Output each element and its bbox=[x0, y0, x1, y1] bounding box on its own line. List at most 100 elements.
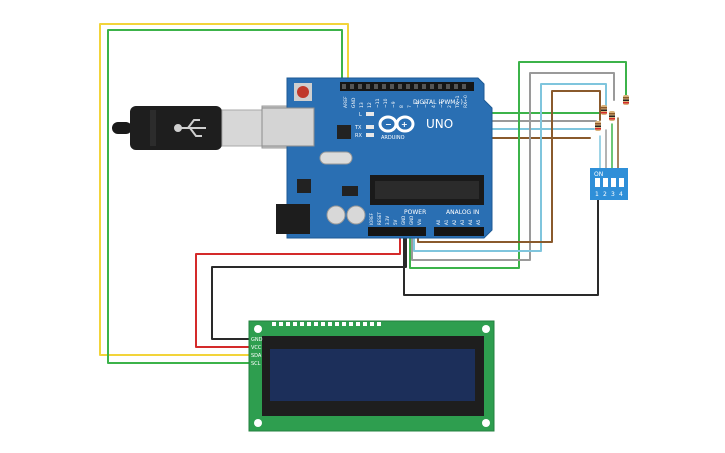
dip-toggles bbox=[595, 178, 624, 187]
wire-gnd-black-lcd[interactable] bbox=[211, 231, 407, 340]
led-l bbox=[366, 112, 374, 116]
pin-label: A1 bbox=[444, 219, 449, 225]
analog-pin-labels: A0 A1 A2 A3 A4 A5 bbox=[436, 219, 481, 225]
pin-label: A3 bbox=[460, 219, 465, 225]
pin-label: ~3 bbox=[439, 101, 445, 108]
led-tx-label: TX bbox=[354, 125, 362, 131]
capacitor-1 bbox=[326, 205, 346, 225]
pin-label: 7 bbox=[407, 105, 413, 108]
usb-connector-metal bbox=[221, 109, 263, 147]
pin-label: TX→1 bbox=[455, 95, 461, 109]
dip-toggle[interactable] bbox=[595, 178, 600, 187]
dip-numbers: 1 2 3 4 bbox=[595, 191, 623, 198]
led-l-label: L bbox=[359, 112, 362, 118]
pin-label: A5 bbox=[476, 219, 481, 225]
pin-label: Vin bbox=[417, 218, 422, 225]
analog-header bbox=[434, 227, 484, 236]
capacitor-2 bbox=[346, 205, 366, 225]
led-rx-label: RX bbox=[355, 133, 362, 139]
dip-toggle[interactable] bbox=[619, 178, 624, 187]
crystal bbox=[319, 151, 353, 165]
wire-loop-brown[interactable] bbox=[417, 90, 601, 243]
pin-label: GND bbox=[401, 216, 406, 225]
resistor[interactable] bbox=[623, 95, 629, 105]
power-header-label: POWER bbox=[404, 209, 426, 216]
pin-label: A2 bbox=[452, 219, 457, 225]
pin-label: AREF bbox=[343, 96, 349, 108]
pin-label: 13 bbox=[359, 102, 365, 108]
wire-loop-grey[interactable] bbox=[411, 72, 615, 261]
lcd-pin-scl: SCL bbox=[251, 361, 261, 367]
pin-label: GND bbox=[409, 216, 414, 225]
pin-label: ~9 bbox=[391, 101, 397, 108]
resistor[interactable] bbox=[595, 121, 601, 131]
pin-label: ~5 bbox=[423, 101, 429, 108]
pin-label: 8 bbox=[399, 105, 405, 108]
wire-sda-yellow[interactable] bbox=[99, 23, 349, 356]
usb-icon bbox=[174, 119, 206, 137]
lcd-pin-sda: SDA bbox=[251, 353, 262, 359]
power-pin-labels: IOREF RESET 3.3V 5V GND GND Vin bbox=[369, 212, 422, 225]
wire-vcc-red[interactable] bbox=[195, 231, 401, 348]
lcd-header-pads bbox=[272, 322, 381, 326]
lcd-pin-vcc: VCC bbox=[251, 345, 262, 351]
pin-label: 5V bbox=[393, 219, 398, 225]
pin-label: GND bbox=[351, 97, 357, 108]
pin-label: A0 bbox=[436, 219, 441, 225]
arduino-model: UNO bbox=[426, 117, 453, 131]
dip-on-label: ON bbox=[594, 171, 603, 178]
lcd-pin-gnd: GND bbox=[251, 337, 263, 343]
resistors bbox=[595, 95, 629, 131]
lcd-screen bbox=[270, 349, 475, 401]
svg-text:+: + bbox=[401, 120, 408, 129]
pin-label: IOREF bbox=[369, 212, 374, 225]
small-ic bbox=[297, 179, 311, 193]
power-jack bbox=[276, 204, 310, 234]
wire-scl-green[interactable] bbox=[107, 29, 343, 364]
usb-cable-tail bbox=[112, 122, 132, 134]
analog-header-label: ANALOG IN bbox=[446, 209, 479, 216]
dip-toggle[interactable] bbox=[611, 178, 616, 187]
pin-label: ~10 bbox=[383, 98, 389, 108]
pin-label: 2 bbox=[447, 105, 453, 108]
resistor[interactable] bbox=[609, 111, 615, 121]
pin-label: 4 bbox=[431, 105, 437, 108]
usb-chip bbox=[337, 125, 351, 139]
dip-toggle[interactable] bbox=[603, 178, 608, 187]
wire-loop-lightblue[interactable] bbox=[413, 83, 607, 252]
usb-socket bbox=[261, 107, 315, 147]
atmega-chip bbox=[375, 181, 479, 199]
top-header-pins bbox=[342, 84, 466, 89]
resistor[interactable] bbox=[601, 105, 607, 115]
pin-label: RESET bbox=[377, 212, 382, 225]
arduino-logo: − + bbox=[378, 115, 415, 133]
regulator bbox=[342, 186, 358, 196]
wire-gnd-black-dip[interactable] bbox=[403, 199, 599, 296]
top-pin-labels: AREF GND 13 12 ~11 ~10 ~9 8 7 ~6 ~5 4 ~3… bbox=[343, 95, 469, 109]
pin-label: RX←0 bbox=[463, 95, 469, 108]
pin-label: 12 bbox=[367, 102, 373, 108]
dip-switch[interactable]: ON 1 2 3 4 bbox=[590, 168, 628, 200]
dip-number: 1 bbox=[595, 191, 599, 198]
usb-plug-ridges bbox=[150, 110, 156, 146]
pin-label: A4 bbox=[468, 219, 473, 225]
svg-text:−: − bbox=[385, 120, 392, 129]
dip-number: 4 bbox=[619, 191, 623, 198]
pin-label: 3.3V bbox=[385, 216, 390, 225]
reset-button[interactable] bbox=[297, 86, 309, 98]
dip-number: 2 bbox=[603, 191, 607, 198]
lcd-pin-labels: GND VCC SDA SCL bbox=[251, 337, 263, 367]
led-rx bbox=[366, 133, 374, 137]
arduino-uno[interactable]: AREF GND 13 12 ~11 ~10 ~9 8 7 ~6 ~5 4 ~3… bbox=[261, 77, 493, 239]
pin-label: ~6 bbox=[415, 101, 421, 108]
led-tx bbox=[366, 125, 374, 129]
digital-header-label: DIGITAL (PWM~) bbox=[413, 99, 463, 106]
pin-label: ~11 bbox=[375, 98, 381, 108]
arduino-brand: ARDUINO bbox=[381, 135, 405, 141]
dip-number: 3 bbox=[611, 191, 615, 198]
wire-loop-green[interactable] bbox=[409, 61, 627, 269]
lcd-module[interactable]: GND VCC SDA SCL bbox=[248, 320, 495, 432]
lcd-mount-holes bbox=[254, 325, 490, 427]
power-header bbox=[368, 227, 426, 236]
